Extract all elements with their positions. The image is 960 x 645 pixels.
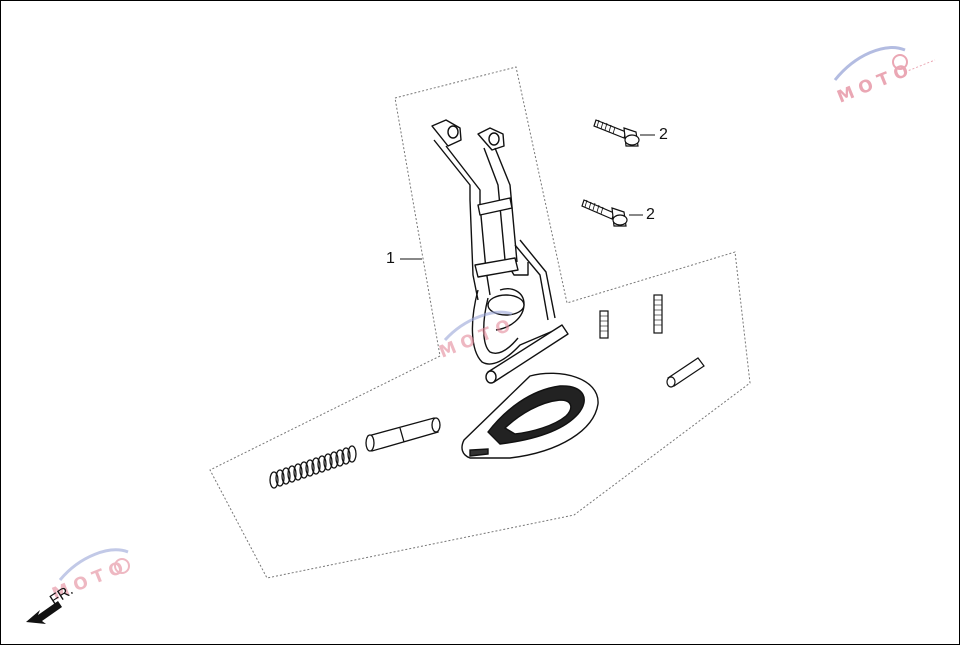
callout-part-1: 1: [386, 250, 395, 267]
long-pin: [653, 294, 663, 334]
callout-part-2-lower: 2: [646, 206, 655, 223]
split-pin: [666, 357, 705, 388]
spring-part: [269, 445, 357, 489]
main-stand-part: [431, 119, 569, 384]
spring-sleeve: [365, 417, 441, 452]
watermark-logo-top-right: M O T O: [833, 46, 936, 108]
bolt-upper: [593, 119, 640, 147]
svg-text:M O T O: M O T O: [436, 316, 513, 363]
front-direction-arrow-icon: [26, 601, 62, 624]
bolt-lower: [581, 199, 628, 227]
foot-pad: [461, 372, 599, 459]
watermark-logo-center: M O T O: [436, 310, 514, 363]
group-outline-stand: [209, 66, 751, 579]
callout-part-2-upper: 2: [659, 126, 668, 143]
small-pin: [599, 310, 609, 339]
